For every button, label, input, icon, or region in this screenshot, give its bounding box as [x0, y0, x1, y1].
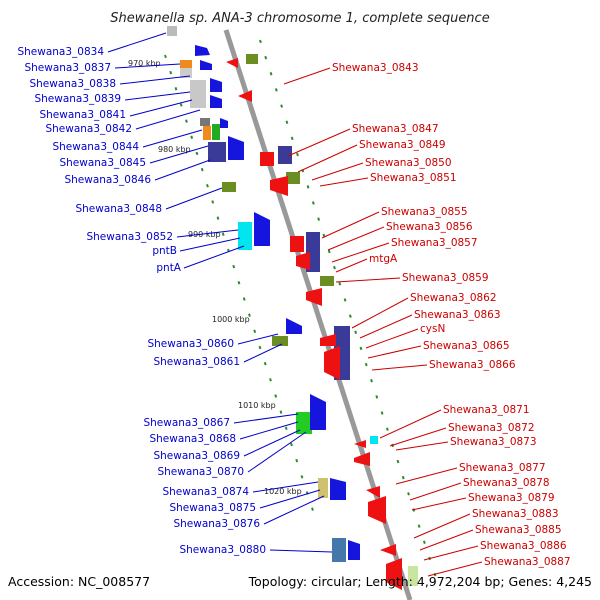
gene-label[interactable]: Shewana3_0845 [59, 157, 146, 169]
gene-label[interactable]: Shewana3_0863 [414, 309, 501, 321]
gene-label[interactable]: Shewana3_0878 [463, 477, 550, 489]
gene-label[interactable]: Shewana3_0841 [39, 109, 126, 121]
gene-label[interactable]: Shewana3_0861 [153, 356, 240, 368]
gene-label[interactable]: Shewana3_0848 [75, 203, 162, 215]
gene-label[interactable]: Shewana3_0886 [480, 540, 567, 552]
gene-label[interactable]: Shewana3_0847 [352, 123, 439, 135]
gene-label[interactable]: Shewana3_0873 [450, 436, 537, 448]
gene-label[interactable]: Shewana3_0871 [443, 404, 530, 416]
tick-labels: 970 kbp 980 kbp 990 kbp 1000 kbp 1010 kb… [128, 59, 302, 496]
gene-label[interactable]: cysN [420, 323, 445, 335]
gene-label[interactable]: Shewana3_0855 [381, 206, 468, 218]
gene-label[interactable]: Shewana3_0880 [179, 544, 266, 556]
gene-label[interactable]: Shewana3_0885 [475, 524, 562, 536]
gene-label[interactable]: Shewana3_0850 [365, 157, 452, 169]
map-title: Shewanella sp. ANA-3 chromosome 1, compl… [110, 11, 489, 26]
gene-label[interactable]: Shewana3_0856 [386, 221, 473, 233]
right-leader-lines [283, 67, 483, 577]
gene-label[interactable]: Shewana3_0839 [34, 93, 121, 105]
gene-label[interactable]: Shewana3_0866 [429, 359, 516, 371]
gene-label[interactable]: Shewana3_0887 [484, 556, 571, 568]
guide-dashes [164, 39, 441, 591]
gene-features-right [226, 54, 418, 590]
left-gene-labels: Shewana3_0834 Shewana3_0837 Shewana3_083… [17, 46, 266, 556]
tick-label: 1000 kbp [212, 315, 250, 324]
gene-label[interactable]: Shewana3_0883 [472, 508, 559, 520]
right-gene-labels: Shewana3_0843 Shewana3_0847 Shewana3_084… [332, 62, 571, 568]
gene-label[interactable]: Shewana3_0867 [143, 417, 230, 429]
gene-label[interactable]: Shewana3_0879 [468, 492, 555, 504]
gene-label[interactable]: Shewana3_0874 [162, 486, 249, 498]
gene-label[interactable]: Shewana3_0838 [29, 78, 116, 90]
accession-text: Accession: NC_008577 [8, 574, 150, 589]
gene-label[interactable]: Shewana3_0870 [157, 466, 244, 478]
gene-label[interactable]: Shewana3_0837 [24, 62, 111, 74]
gene-label[interactable]: Shewana3_0875 [169, 502, 256, 514]
tick-label: 980 kbp [158, 145, 191, 154]
gene-label[interactable]: Shewana3_0865 [423, 340, 510, 352]
gene-label[interactable]: Shewana3_0872 [448, 422, 535, 434]
gene-label[interactable]: pntA [156, 262, 181, 274]
gene-label[interactable]: Shewana3_0834 [17, 46, 104, 58]
gene-label[interactable]: Shewana3_0869 [153, 450, 240, 462]
gene-features-left [167, 26, 360, 562]
gene-label[interactable]: Shewana3_0846 [64, 174, 151, 186]
gene-label[interactable]: pntB [152, 245, 177, 257]
gene-label[interactable]: Shewana3_0851 [370, 172, 457, 184]
gene-label[interactable]: Shewana3_0857 [391, 237, 478, 249]
tick-label: 1020 kbp [264, 487, 302, 496]
gene-label[interactable]: mtgA [369, 253, 398, 265]
gene-label[interactable]: Shewana3_0868 [149, 433, 236, 445]
gene-label[interactable]: Shewana3_0842 [45, 123, 132, 135]
tick-label: 990 kbp [188, 230, 221, 239]
gene-label[interactable]: Shewana3_0859 [402, 272, 489, 284]
tick-label: 1010 kbp [238, 401, 276, 410]
gene-label[interactable]: Shewana3_0843 [332, 62, 419, 74]
gene-label[interactable]: Shewana3_0877 [459, 462, 546, 474]
gene-label[interactable]: Shewana3_0849 [359, 139, 446, 151]
gene-label[interactable]: Shewana3_0860 [147, 338, 234, 350]
tick-label: 970 kbp [128, 59, 161, 68]
gene-label[interactable]: Shewana3_0876 [173, 518, 260, 530]
left-leader-lines [107, 32, 333, 553]
gene-label[interactable]: Shewana3_0852 [86, 231, 173, 243]
gene-label[interactable]: Shewana3_0844 [52, 141, 139, 153]
topology-text: Topology: circular; Length: 4,972,204 bp… [248, 574, 592, 589]
gene-label[interactable]: Shewana3_0862 [410, 292, 497, 304]
